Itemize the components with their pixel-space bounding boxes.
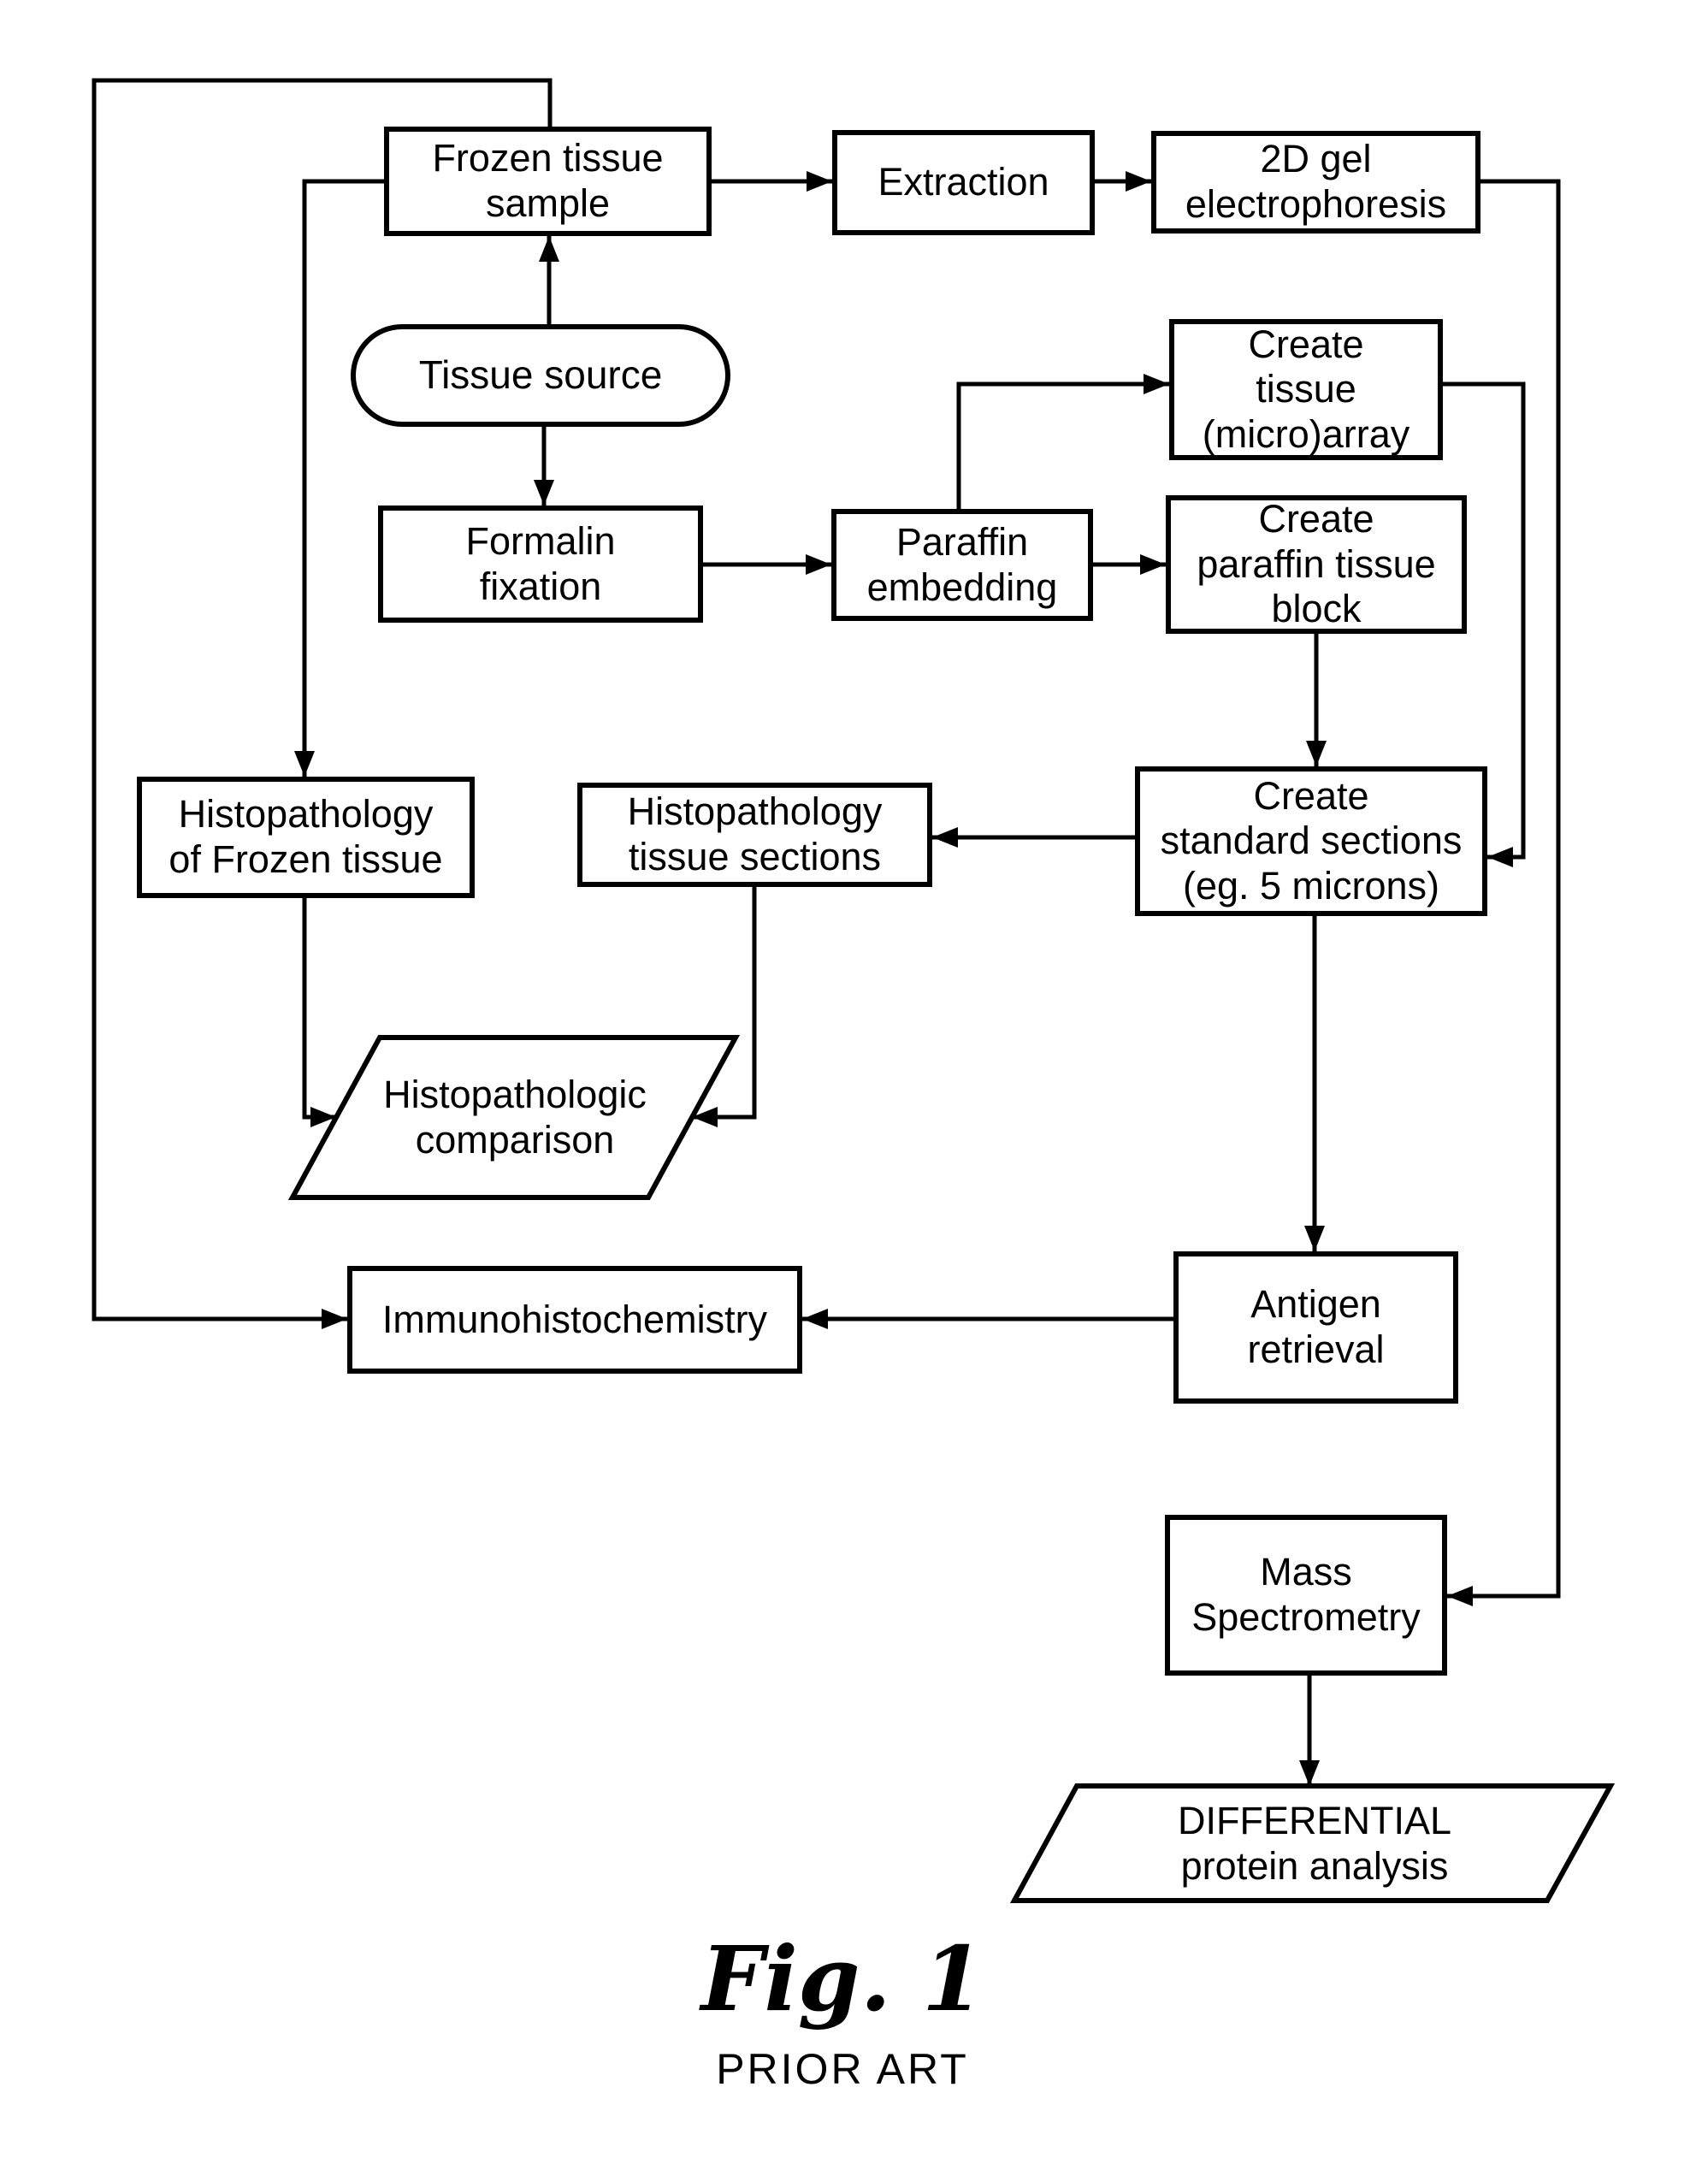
node-create-standard-sections: Create standard sections (eg. 5 microns) (1135, 766, 1487, 916)
node-label-line: tissue sections (628, 835, 882, 878)
node-label-line: fixation (479, 564, 602, 608)
node-label-line: Tissue source (418, 352, 663, 398)
node-label-line: comparison (415, 1118, 615, 1162)
connector-frozen-tissue-sample-to-histopathology-of-frozen-tissue (294, 179, 384, 777)
connector-frozen-tissue-sample-to-immunohistochemistry (92, 78, 553, 1329)
node-label-line: DIFFERENTIAL (1177, 1799, 1452, 1843)
node-label-line: of Frozen tissue (168, 837, 443, 881)
figure-subcaption: PRIOR ART (716, 2045, 969, 2093)
node-label-line: Antigen (1250, 1282, 1381, 1327)
node-label-line: Immunohistochemistry (381, 1297, 768, 1341)
node-label-line: Mass (1260, 1550, 1352, 1594)
node-mass-spectrometry: Mass Spectrometry (1165, 1515, 1447, 1676)
node-label-line: Create (1253, 773, 1369, 818)
node-label-line: (micro)array (1202, 411, 1410, 456)
node-histopathology-tissue-sections: Histopathology tissue sections (577, 783, 932, 887)
node-label-line: Histopathologic (383, 1073, 647, 1117)
node-label-line: Histopathology (178, 792, 434, 837)
node-label-line: Extraction (878, 160, 1049, 204)
node-label-line: protein analysis (1180, 1844, 1449, 1888)
node-differential-protein-analysis-label: DIFFERENTIAL protein analysis (1096, 1793, 1533, 1895)
node-tissue-source: Tissue source (351, 324, 730, 427)
node-label-line: paraffin tissue (1197, 541, 1436, 586)
connector-create-tissue-microarray-to-create-standard-sections (1443, 381, 1526, 867)
node-paraffin-embedding: Paraffin embedding (831, 509, 1093, 621)
node-create-paraffin-tissue-block: Create paraffin tissue block (1166, 495, 1467, 634)
node-histopathology-of-frozen-tissue: Histopathology of Frozen tissue (137, 777, 475, 898)
node-label-line: (eg. 5 microns) (1182, 863, 1440, 908)
connector-gel-electrophoresis-to-mass-spectrometry (1447, 179, 1561, 1606)
node-frozen-tissue-sample: Frozen tissue sample (384, 127, 712, 236)
node-label-line: Create (1258, 497, 1374, 541)
node-label-line: Spectrometry (1191, 1595, 1421, 1639)
figure-caption: Fig. 1 (700, 1926, 984, 2031)
node-label-line: block (1271, 587, 1362, 631)
node-extraction: Extraction (832, 130, 1095, 235)
node-label-line: tissue (1256, 367, 1356, 411)
node-immunohistochemistry: Immunohistochemistry (347, 1266, 802, 1374)
node-label-line: 2D gel (1260, 137, 1372, 181)
node-label-line: Create (1248, 322, 1364, 366)
node-label-line: embedding (866, 565, 1058, 609)
node-label-line: electrophoresis (1185, 182, 1447, 226)
connector-histopathology-tissue-sections-to-histopathologic-comparison (692, 887, 757, 1127)
shape-histopathologic-comparison (287, 1035, 741, 1200)
connector-paraffin-embedding-to-create-tissue-microarray (956, 374, 1169, 509)
node-create-tissue-microarray: Create tissue (micro)array (1169, 319, 1443, 460)
node-formalin-fixation: Formalin fixation (378, 506, 703, 623)
node-label-line: Histopathology (627, 789, 883, 834)
node-histopathologic-comparison-label: Histopathologic comparison (344, 1063, 686, 1173)
node-2d-gel-electrophoresis: 2D gel electrophoresis (1151, 131, 1480, 234)
connector-histopathology-of-frozen-tissue-to-histopathologic-comparison (302, 898, 336, 1127)
node-label-line: retrieval (1247, 1327, 1385, 1371)
node-label-line: Formalin (465, 518, 616, 563)
node-label-line: Frozen tissue (432, 136, 664, 180)
node-label-line: standard sections (1160, 819, 1463, 863)
node-label-line: Paraffin (895, 519, 1029, 564)
node-label-line: sample (485, 181, 611, 225)
node-antigen-retrieval: Antigen retrieval (1173, 1251, 1458, 1404)
shape-differential-protein-analysis (1009, 1783, 1616, 1903)
